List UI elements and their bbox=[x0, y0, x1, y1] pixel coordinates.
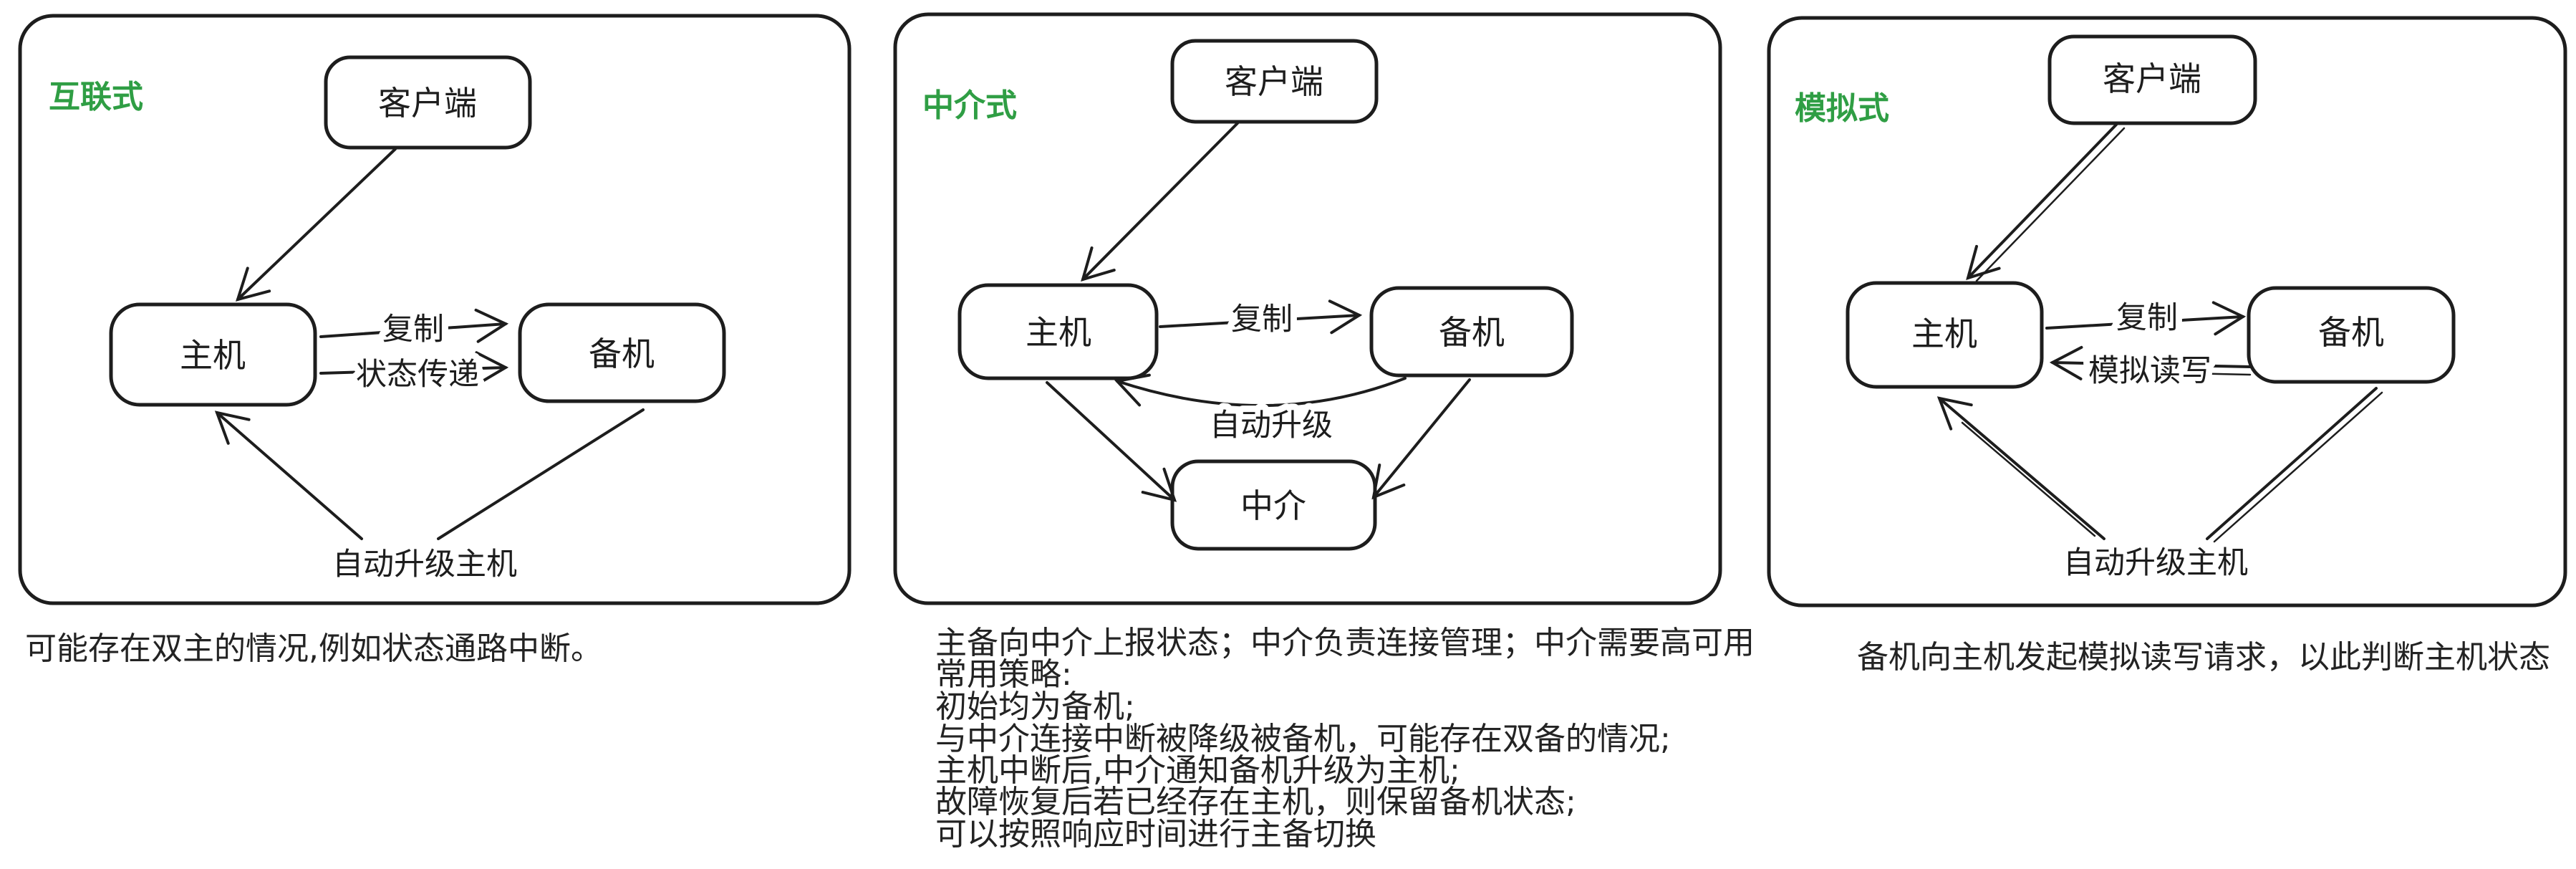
panel-caption-line: 主备向中介上报状态；中介负责连接管理；中介需要高可用 bbox=[935, 625, 1755, 661]
primary-to-mediator-arrow bbox=[1046, 381, 1177, 502]
panel-border bbox=[1767, 16, 2567, 608]
panel-title: 中介式 bbox=[922, 87, 1017, 124]
auto-upgrade-line-right bbox=[2206, 387, 2378, 540]
state-transfer-arrow bbox=[319, 351, 509, 386]
primary-node bbox=[957, 283, 1159, 380]
panel-mediator: 中介式 客户端 主机 备机 中介 复制 自动升级 主备向中介上报状态；中介负责连… bbox=[893, 12, 1755, 853]
replicate-arrow bbox=[2045, 301, 2247, 336]
client-node bbox=[2047, 34, 2257, 125]
panel-caption-line: 可以按照响应时间进行主备切换 bbox=[935, 816, 1376, 853]
backup-label: 备机 bbox=[1439, 313, 1505, 352]
mediator-node bbox=[1170, 459, 1377, 551]
mediator-label: 中介 bbox=[1240, 486, 1306, 525]
panel-caption-line: 备机向主机发起模拟读写请求，以此判断主机状态 bbox=[1857, 639, 2550, 676]
replicate-arrow bbox=[319, 308, 509, 343]
auto-upgrade-line-right-sketch bbox=[2213, 391, 2383, 543]
panel-simulated: 模拟式 客户端 主机 备机 复制 模拟读写 自动升级主机 备机向主机发起模拟读写… bbox=[1767, 16, 2567, 676]
replicate-arrow bbox=[1159, 299, 1363, 335]
panel-caption-line: 可能存在双主的情况,例如状态通路中断。 bbox=[25, 630, 602, 667]
backup-label: 备机 bbox=[2318, 313, 2384, 352]
auto-upgrade-arrow-left bbox=[214, 411, 363, 540]
simulated-rw-arrow bbox=[2049, 345, 2252, 380]
auto-upgrade-label: 自动升级主机 bbox=[332, 547, 517, 582]
primary-node bbox=[109, 302, 317, 407]
client-to-primary-arrow-sketch bbox=[1975, 127, 2126, 282]
auto-upgrade-arrow-left-sketch bbox=[1961, 421, 2096, 537]
primary-label: 主机 bbox=[1026, 313, 1091, 352]
client-label: 客户端 bbox=[1225, 62, 1323, 101]
simulated-rw-label: 模拟读写 bbox=[2088, 353, 2211, 389]
panel-caption-line: 主机中断后,中介通知备机升级为主机; bbox=[935, 752, 1460, 789]
panel-caption-line: 初始均为备机; bbox=[935, 688, 1135, 725]
client-label: 客户端 bbox=[378, 84, 477, 123]
panel-title: 模拟式 bbox=[1795, 90, 1889, 127]
client-node bbox=[1170, 39, 1379, 124]
panel-caption-line: 与中介连接中断被降级被备机，可能存在双备的情况; bbox=[935, 721, 1671, 757]
client-to-primary-arrow bbox=[1966, 123, 2118, 280]
replicate-label: 复制 bbox=[1231, 302, 1293, 337]
panel-caption-line: 故障恢复后若已经存在主机，则保留备机状态; bbox=[935, 784, 1576, 820]
panel-title: 互联式 bbox=[49, 79, 143, 115]
auto-upgrade-line-right bbox=[437, 408, 645, 540]
auto-upgrade-arrow bbox=[1114, 373, 1407, 408]
panel-border bbox=[893, 12, 1722, 605]
primary-label: 主机 bbox=[180, 336, 246, 375]
backup-label: 备机 bbox=[589, 335, 655, 373]
replicate-label: 复制 bbox=[382, 312, 444, 347]
backup-to-mediator-arrow bbox=[1371, 378, 1471, 500]
simulated-rw-arrow-sketch bbox=[2118, 370, 2252, 376]
auto-upgrade-arrow-left bbox=[1936, 396, 2105, 540]
client-to-primary-arrow bbox=[1081, 122, 1239, 282]
panel-interconnected: 互联式 客户端 主机 备机 复制 状态传递 自动升级主机 可能存在双主的情况,例… bbox=[18, 14, 852, 667]
auto-upgrade-label: 自动升级主机 bbox=[2063, 545, 2248, 581]
backup-node bbox=[2247, 286, 2456, 384]
client-label: 客户端 bbox=[2103, 59, 2201, 98]
auto-upgrade-label: 自动升级 bbox=[1210, 408, 1333, 443]
replicate-label: 复制 bbox=[2116, 300, 2178, 336]
state-transfer-label: 状态传递 bbox=[356, 357, 479, 393]
client-node bbox=[324, 55, 532, 150]
panel-border bbox=[18, 14, 852, 605]
client-to-primary-arrow bbox=[235, 148, 397, 302]
backup-node bbox=[518, 302, 726, 403]
primary-node bbox=[1846, 281, 2044, 389]
panel-caption-line: 常用策略: bbox=[935, 656, 1072, 693]
primary-label: 主机 bbox=[1911, 315, 1977, 353]
backup-node bbox=[1369, 286, 1574, 378]
